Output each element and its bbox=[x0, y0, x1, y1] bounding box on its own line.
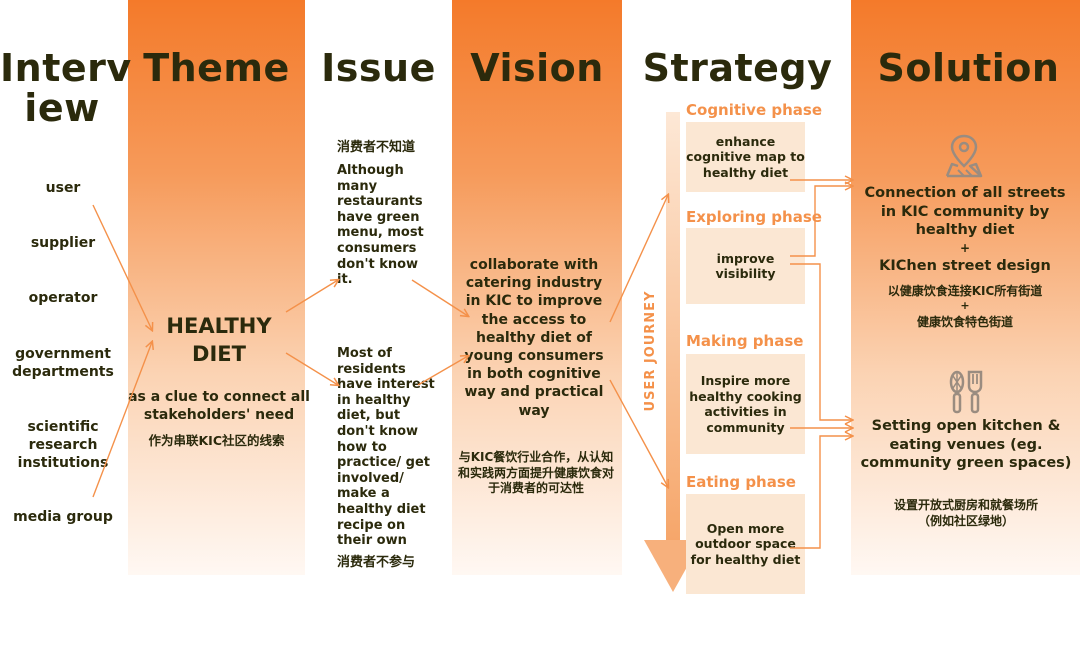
map-pin-icon bbox=[945, 134, 983, 178]
phase-eating-title: Eating phase bbox=[686, 473, 796, 491]
interview-title: Interv iew bbox=[0, 46, 132, 130]
arrow-theme-to-issue-1 bbox=[285, 280, 338, 313]
arrow-vision-to-cognitive bbox=[609, 195, 668, 323]
theme-cn: 作为串联KIC社区的线索 bbox=[148, 433, 285, 448]
solution-1-plus: + bbox=[959, 241, 971, 255]
interview-item: supplier bbox=[30, 235, 96, 251]
issue-cn-1: 消费者不知道 bbox=[337, 140, 416, 155]
strategy-title: Strategy bbox=[642, 46, 833, 90]
interview-item: scientific research institutions bbox=[17, 419, 109, 471]
arrow-issue-2-to-vision bbox=[417, 356, 468, 386]
interview-item: media group bbox=[13, 509, 113, 525]
theme-main: HEALTHY DIET bbox=[166, 314, 272, 366]
issue-text-1: Although many restaurants have green men… bbox=[337, 163, 424, 288]
phase-eating-box: Open more outdoor space for healthy diet bbox=[686, 494, 805, 594]
vision-text: collaborate with catering industry in KI… bbox=[464, 257, 604, 419]
interview-item: user bbox=[45, 180, 81, 196]
interview-item: government departments bbox=[12, 346, 114, 380]
arrow-media-to-theme bbox=[92, 342, 152, 498]
arrow-user-to-theme bbox=[92, 204, 152, 330]
vision-title: Vision bbox=[470, 46, 604, 90]
solution-2-cn-2: （例如社区绿地） bbox=[917, 514, 1014, 528]
phase-making-box: Inspire more healthy cooking activities … bbox=[686, 354, 805, 454]
phase-exploring-box: improve visibility bbox=[686, 228, 805, 304]
vision-column-bg bbox=[452, 0, 622, 575]
solution-column-bg bbox=[851, 0, 1080, 575]
vision-cn: 与KIC餐饮行业合作，从认知和实践两方面提升健康饮食对于消费者的可达性 bbox=[457, 450, 614, 495]
issue-text-2: Most of residents have interest in healt… bbox=[337, 346, 435, 549]
issue-title: Issue bbox=[321, 46, 436, 90]
interview-item: operator bbox=[28, 290, 98, 306]
theme-title: Theme bbox=[143, 46, 290, 90]
solution-1-title: Connection of all streets in KIC communi… bbox=[864, 185, 1066, 238]
arrow-vision-to-eating bbox=[609, 379, 668, 487]
issue-cn-2: 消费者不参与 bbox=[337, 555, 416, 570]
whisk-spatula-icon bbox=[949, 370, 983, 414]
phase-cognitive-box: enhance cognitive map to healthy diet bbox=[686, 122, 805, 192]
theme-column-bg bbox=[128, 0, 305, 575]
solution-title: Solution bbox=[877, 46, 1060, 90]
arrow-theme-to-issue-2 bbox=[285, 352, 338, 385]
solution-2-title: Setting open kitchen & eating venues (eg… bbox=[860, 418, 1072, 471]
solution-1-plus-2: + bbox=[960, 299, 970, 312]
arrow-eating-to-solution-2 bbox=[790, 436, 852, 549]
arrow-exploring-to-solution-2 bbox=[790, 263, 852, 420]
theme-sub: as a clue to connect all stakeholders' n… bbox=[128, 389, 310, 423]
solution-2-cn-1: 设置开放式厨房和就餐场所 bbox=[893, 498, 1038, 512]
phase-making-title: Making phase bbox=[686, 332, 804, 350]
phase-exploring-title: Exploring phase bbox=[686, 208, 822, 226]
solution-1-cn-1: 以健康饮食连接KIC所有街道 bbox=[887, 284, 1043, 298]
solution-1-cn-2: 健康饮食特色街道 bbox=[916, 315, 1013, 329]
solution-1-sub: KIChen street design bbox=[879, 258, 1051, 274]
arrow-issue-1-to-vision bbox=[411, 279, 468, 316]
arrow-exploring-to-solution-1 bbox=[790, 186, 852, 257]
phase-cognitive-title: Cognitive phase bbox=[686, 101, 822, 119]
